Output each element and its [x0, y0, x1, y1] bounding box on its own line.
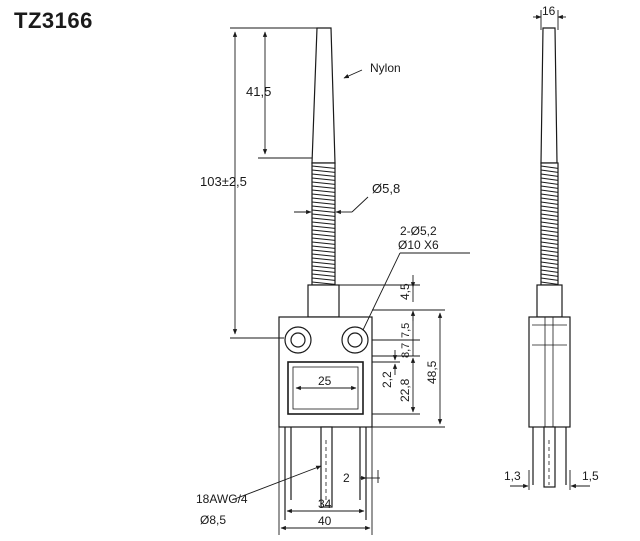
label-dim-top: 4,5 [398, 283, 412, 300]
label-total-height: 103±2,5 [200, 174, 247, 189]
mount-hole-left-inner [290, 332, 306, 348]
label-dim-34: 34 [318, 497, 332, 511]
label-dim-25: 25 [318, 374, 332, 388]
label-holes-line1: 2-Ø5,2 [400, 224, 437, 238]
plunger-base [307, 284, 340, 318]
label-material: Nylon [370, 61, 401, 75]
front-labels: Nylon 41,5 103±2,5 Ø5,8 2-Ø5,2 Ø10 X6 4,… [196, 61, 439, 528]
label-dim-8-7: 8,7 [400, 343, 412, 358]
side-dimensions [510, 10, 590, 490]
nylon-rod [311, 27, 336, 164]
side-view [528, 27, 571, 488]
drawing-title: TZ3166 [14, 8, 93, 33]
label-cable-line2: Ø8,5 [200, 513, 226, 527]
label-dim-2-2: 2,2 [380, 371, 394, 388]
label-rod-length: 41,5 [246, 84, 271, 99]
mount-hole-left-outer [284, 326, 312, 354]
side-labels: 16 1,3 1,5 [504, 4, 599, 483]
mount-hole-right-inner [347, 332, 363, 348]
label-dim-7-5: 7,5 [400, 323, 412, 338]
label-window [287, 361, 364, 415]
label-spring-diameter: Ø5,8 [372, 181, 400, 196]
label-holes-line2: Ø10 X6 [398, 238, 439, 252]
front-view [278, 27, 373, 520]
cable [320, 426, 333, 508]
label-dim-2: 2 [343, 471, 350, 485]
label-dim-22-8: 22,8 [398, 378, 412, 402]
label-side-left: 1,3 [504, 469, 521, 483]
label-dim-48-5: 48,5 [425, 360, 439, 384]
label-side-right: 1,5 [582, 469, 599, 483]
spring-coils [311, 165, 336, 285]
front-dimensions [230, 27, 470, 535]
mount-hole-right-outer [341, 326, 369, 354]
label-cable-line1: 18AWG/4 [196, 492, 248, 506]
label-side-width: 16 [542, 4, 556, 18]
label-dim-40: 40 [318, 514, 332, 528]
